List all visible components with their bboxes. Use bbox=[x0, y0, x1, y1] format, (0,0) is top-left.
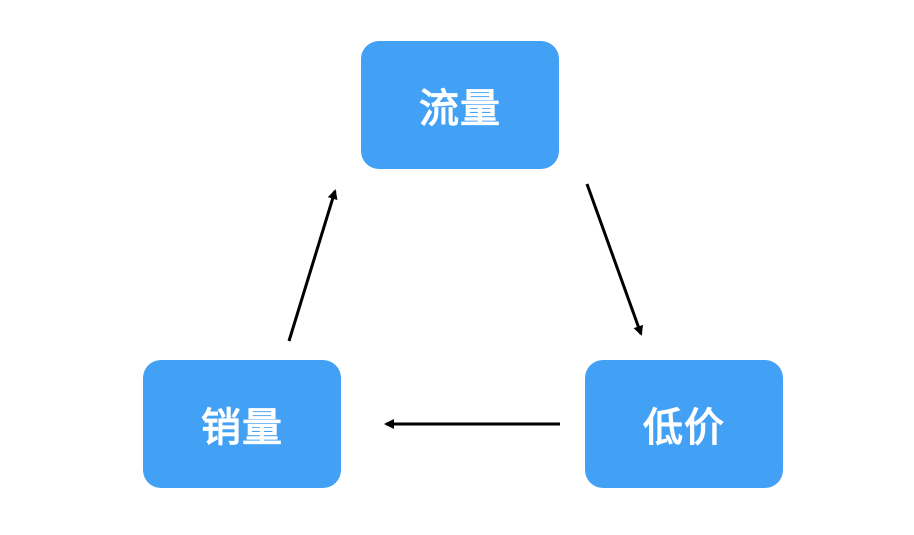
arrow-sales-to-flow bbox=[287, 189, 338, 342]
node-traffic-label: 流量 bbox=[419, 86, 501, 132]
node-traffic: 流量 bbox=[361, 41, 559, 169]
node-sales-label: 销量 bbox=[201, 405, 283, 451]
node-sales: 销量 bbox=[143, 360, 341, 488]
arrow-flow-to-lowprice bbox=[585, 183, 643, 336]
node-low-price-label: 低价 bbox=[643, 405, 725, 451]
node-low-price: 低价 bbox=[585, 360, 783, 488]
